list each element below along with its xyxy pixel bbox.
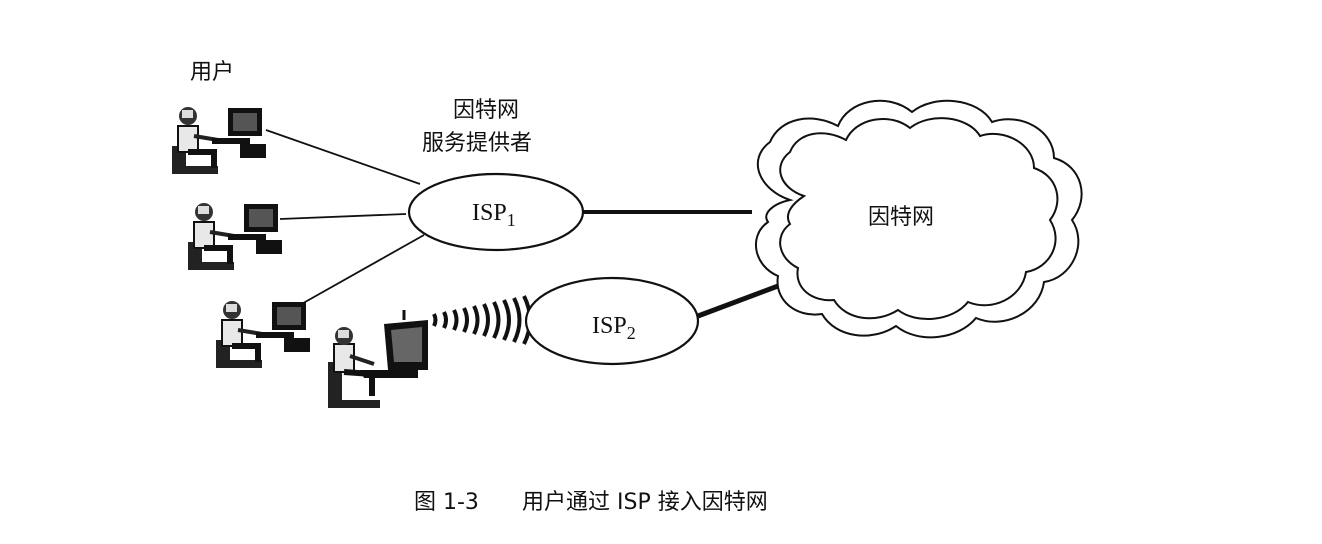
desktop-user-icon xyxy=(172,107,266,174)
isp-provider-line1: 因特网 xyxy=(453,98,520,123)
isp1-label: ISP1 xyxy=(472,201,516,229)
isp2-sub: 2 xyxy=(626,323,636,343)
isp1-main: ISP xyxy=(472,200,507,226)
cloud-icon xyxy=(754,99,1083,339)
isp2-node xyxy=(524,276,700,366)
isp-provider-line2: 服务提供者 xyxy=(422,131,533,156)
desktop-user-icon xyxy=(188,203,282,270)
caption-number: 图 1-3 xyxy=(414,490,479,515)
users-label: 用户 xyxy=(190,60,235,85)
user-link xyxy=(297,234,425,307)
laptop-user-icon xyxy=(328,310,428,408)
desktop-user-icon xyxy=(216,301,310,368)
user-link xyxy=(265,129,421,185)
isp2-main: ISP xyxy=(592,313,627,339)
wireless-signal-icon xyxy=(432,295,532,345)
isp2-label: ISP2 xyxy=(592,314,636,342)
internet-label: 因特网 xyxy=(868,205,935,230)
caption-text: 用户通过 ISP 接入因特网 xyxy=(522,490,768,515)
user-link xyxy=(279,213,407,220)
isp1-sub: 1 xyxy=(506,210,516,230)
